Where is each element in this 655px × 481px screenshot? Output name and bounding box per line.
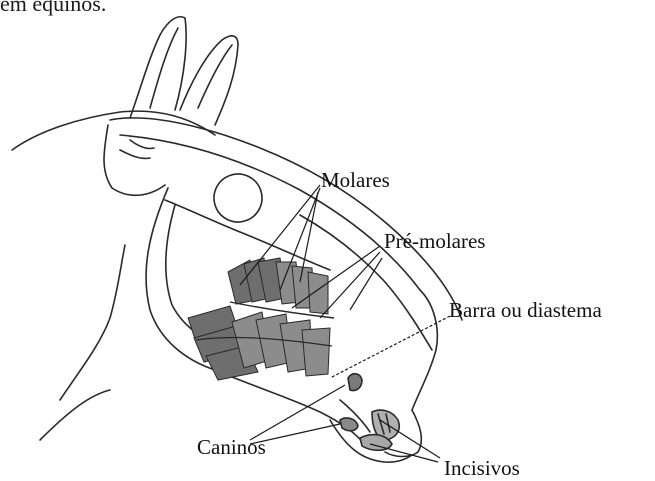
- orbit: [207, 167, 269, 229]
- label-caninos: Caninos: [197, 435, 266, 460]
- muzzle-upper: [412, 290, 437, 410]
- label-molares: Molares: [321, 168, 390, 193]
- tooth-rows: [188, 258, 334, 380]
- neck-contour: [12, 111, 215, 150]
- leader-premolares-2: [320, 252, 380, 318]
- canine-lower: [340, 418, 358, 431]
- leader-barra: [330, 316, 450, 378]
- zygomatic: [165, 200, 330, 270]
- neck-lower-contour: [40, 390, 110, 440]
- canine-upper: [348, 374, 362, 391]
- label-premolares: Pré-molares: [384, 229, 485, 254]
- throat-contour: [60, 245, 125, 400]
- label-incisivos: Incisivos: [444, 456, 520, 481]
- mandible-bottom: [215, 370, 365, 445]
- right-ear-inner: [198, 45, 232, 108]
- left-ear: [130, 17, 186, 118]
- label-barra-diastema: Barra ou diastema: [449, 298, 602, 323]
- leader-premolares-3: [350, 258, 382, 310]
- leader-caninos-1: [250, 385, 345, 440]
- left-ear-inner: [150, 28, 178, 108]
- occipital: [104, 125, 165, 195]
- occipital-detail: [120, 140, 154, 158]
